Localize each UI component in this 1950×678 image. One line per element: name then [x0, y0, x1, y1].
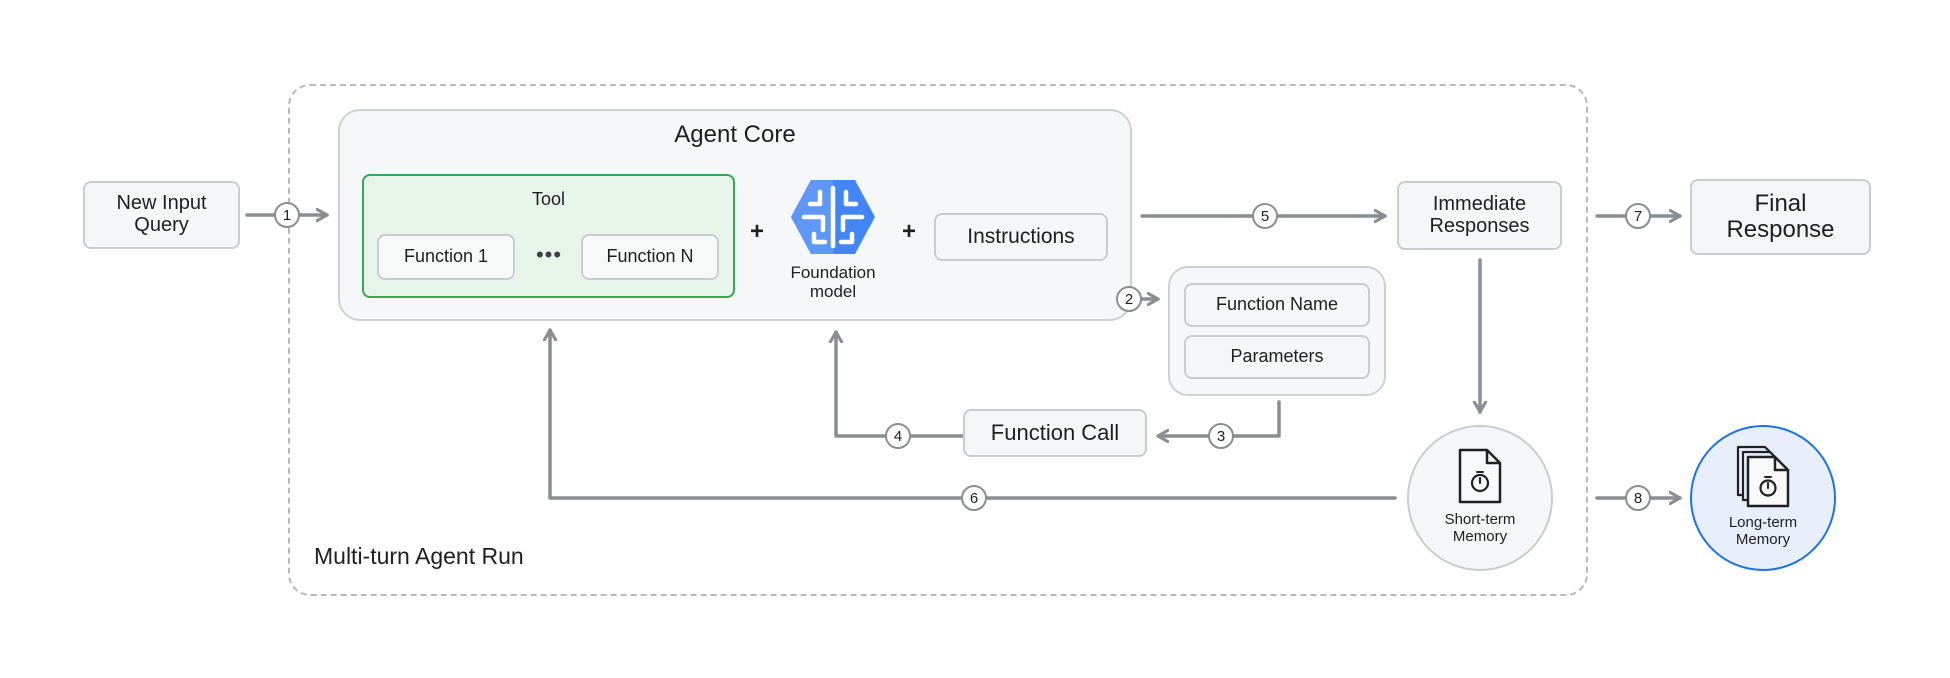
- function-name-box: Function Name: [1184, 283, 1370, 327]
- step-badge-7: 7: [1625, 203, 1651, 229]
- immediate-line1: Immediate: [1432, 192, 1527, 215]
- plus-sign: +: [750, 218, 765, 245]
- model-line2: model: [809, 281, 857, 301]
- ellipsis: •••: [535, 242, 563, 267]
- memory-documents-stack-icon: [1734, 444, 1792, 510]
- immediate-line2: Responses: [1429, 214, 1530, 237]
- instructions-box: Instructions: [934, 213, 1108, 261]
- model-line1: Foundation: [790, 263, 876, 282]
- arrow-6: [550, 328, 1397, 500]
- function-call-box: Function Call: [963, 409, 1147, 457]
- run-label: Multi-turn Agent Run: [314, 543, 524, 569]
- agent-core-title: Agent Core: [674, 121, 796, 148]
- arrow-3: [1156, 400, 1281, 436]
- step-badge-1: 1: [274, 202, 300, 228]
- step-badge-3: 3: [1208, 423, 1234, 449]
- tool-title: Tool: [531, 189, 566, 209]
- brain-hexagon-icon: [790, 178, 876, 256]
- final-line1: Final: [1754, 190, 1807, 218]
- function-1-box: Function 1: [377, 234, 515, 280]
- final-response-box: Final Response: [1690, 179, 1871, 255]
- long-term-memory: Long-term Memory: [1690, 425, 1836, 571]
- step-badge-8: 8: [1625, 485, 1651, 511]
- new-input-query-box: New Input Query: [83, 181, 240, 249]
- short-term-line2: Memory: [1452, 528, 1508, 545]
- long-term-line2: Memory: [1735, 531, 1791, 548]
- step-badge-4: 4: [885, 423, 911, 449]
- multi-turn-run-frame: [288, 84, 1588, 596]
- step-badge-5: 5: [1252, 203, 1278, 229]
- final-line2: Response: [1726, 216, 1835, 243]
- immediate-responses-box: Immediate Responses: [1397, 181, 1562, 250]
- short-term-memory: Short-term Memory: [1407, 425, 1553, 571]
- function-n-box: Function N: [581, 234, 719, 280]
- input-line1: New Input: [116, 192, 207, 215]
- short-term-line1: Short-term: [1444, 511, 1516, 528]
- input-line2: Query: [134, 214, 189, 236]
- foundation-model-label: Foundation model: [770, 263, 896, 301]
- long-term-line1: Long-term: [1728, 514, 1798, 531]
- arrow-4: [836, 330, 965, 438]
- step-badge-2: 2: [1116, 286, 1142, 312]
- step-badge-6: 6: [961, 485, 987, 511]
- parameters-box: Parameters: [1184, 335, 1370, 379]
- memory-document-icon: [1457, 447, 1503, 505]
- plus-sign: +: [902, 218, 917, 245]
